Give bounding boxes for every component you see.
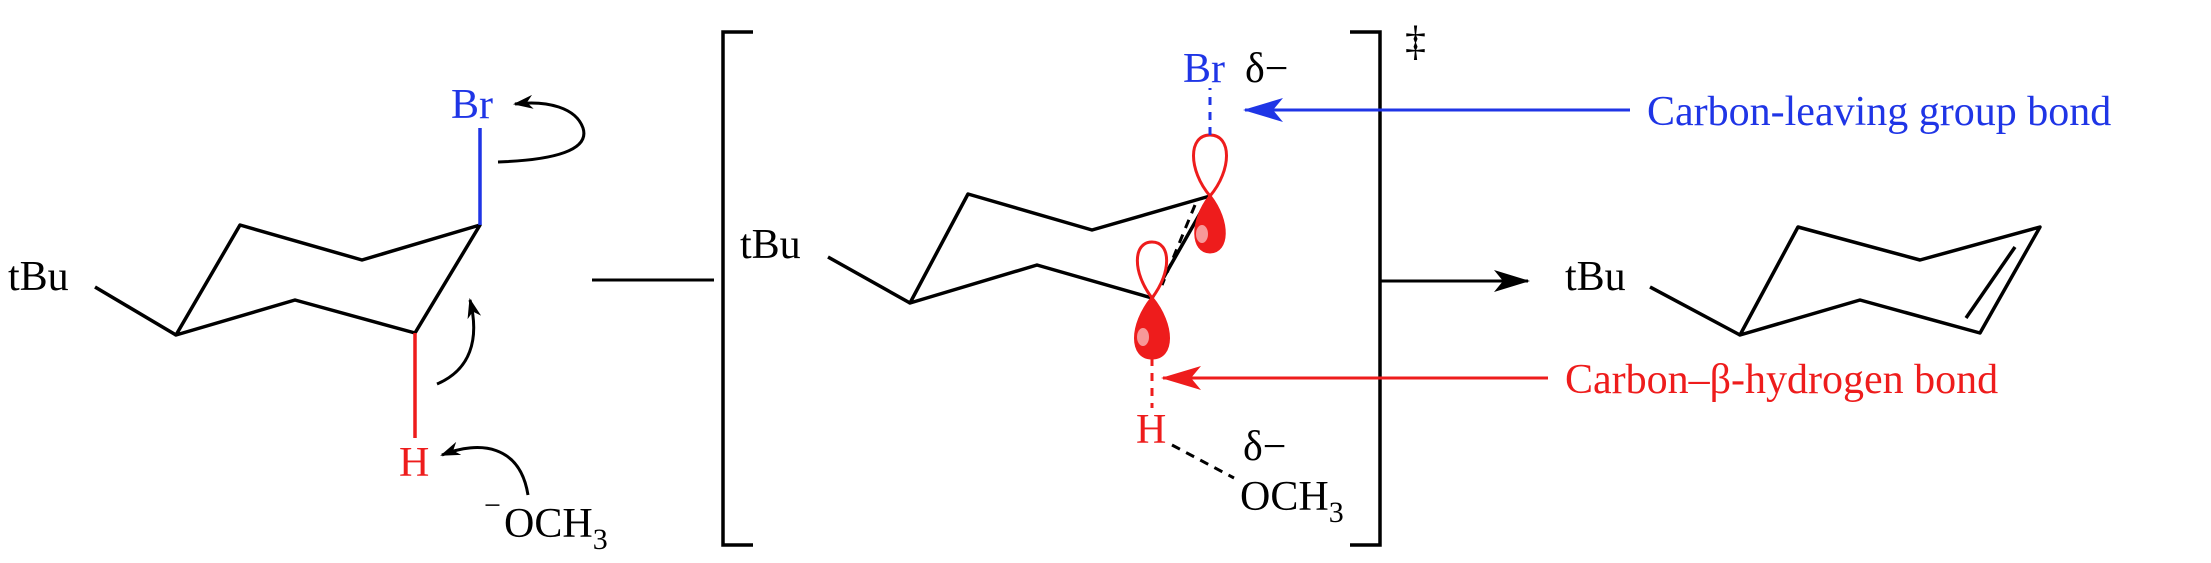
p-orbital-icon (1134, 240, 1170, 360)
double-dagger-label: ‡ (1405, 19, 1426, 65)
ts-base-main: OCH (1240, 474, 1329, 520)
curved-arrow-icon (497, 94, 586, 164)
ts-tbu-bond (827, 255, 911, 305)
annotation-c-lg-bond: Carbon-leaving group bond (1243, 89, 2111, 135)
product-cyclohexene-ring (1738, 225, 2042, 337)
ts-partial-h-o-bond (1171, 443, 1235, 480)
product: tBu (1565, 225, 2042, 337)
annotation-c-lg-label: Carbon-leaving group bond (1647, 89, 2111, 135)
reactant-base-main: OCH (504, 501, 593, 547)
reactant-base-charge: − (484, 489, 501, 522)
reactant-base-sub: 3 (593, 523, 608, 556)
reactant: tBu Br H − OCH3 (8, 82, 608, 556)
p-orbital-icon (1192, 133, 1228, 254)
ts-base-charge: δ− (1243, 424, 1286, 470)
annotation-c-h-label: Carbon–β-hydrogen bond (1565, 357, 1998, 403)
ts-right-bracket (1350, 30, 1382, 547)
ts-base-label: OCH3 (1240, 474, 1344, 529)
reactant-br-label: Br (451, 82, 493, 128)
ts-tbu-label: tBu (740, 222, 801, 268)
curved-arrow-icon (436, 298, 482, 386)
product-tbu-label: tBu (1565, 254, 1626, 300)
reactant-h-label: H (399, 440, 429, 486)
reactant-tbu-bond (94, 285, 177, 337)
ts-h-label: H (1136, 407, 1166, 453)
ts-partial-pi-bond (1160, 204, 1197, 286)
ts-base-sub: 3 (1329, 496, 1344, 529)
product-tbu-bond (1649, 285, 1741, 337)
reactant-cyclohexane-ring (174, 223, 482, 337)
reactant-base-label: OCH3 (504, 501, 608, 556)
reactant-tbu-label: tBu (8, 254, 69, 300)
curved-arrow-icon (440, 441, 530, 496)
ts-left-bracket (721, 30, 753, 547)
transition-state: ‡ tBu Br δ− H δ− OCH3 (721, 19, 1426, 547)
annotation-c-h-bond: Carbon–β-hydrogen bond (1161, 357, 1998, 403)
ts-br-label: Br (1183, 46, 1225, 92)
ts-br-charge: δ− (1245, 46, 1288, 92)
product-double-bond (1964, 246, 2017, 319)
